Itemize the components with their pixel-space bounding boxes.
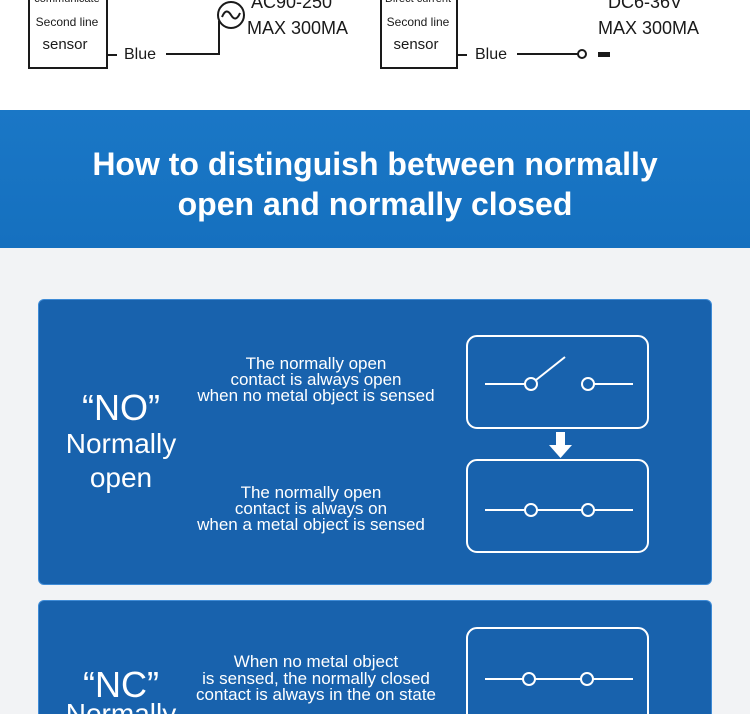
closed-switch-icon bbox=[466, 627, 649, 714]
no-state-unsensed-text: The normally open contact is always open… bbox=[171, 354, 461, 405]
state-line: contact is always in the on state bbox=[195, 685, 437, 704]
no-name-line-2: open bbox=[89, 462, 153, 493]
state-line: The normally open bbox=[240, 483, 382, 502]
negative-terminal-icon bbox=[598, 52, 610, 57]
dc-sensor-type-label: Direct current bbox=[385, 0, 451, 5]
wiring-section: communicate Second line sensor Blue AC90… bbox=[0, 0, 750, 110]
state-line: When no metal object bbox=[233, 652, 399, 671]
normally-open-card: “NO” Normally open The normally open con… bbox=[38, 299, 712, 585]
arrow-shaft bbox=[556, 432, 565, 446]
closed-switch-icon bbox=[466, 459, 649, 553]
no-name-line-1: Normally bbox=[65, 428, 177, 459]
page-title: How to distinguish between normally open… bbox=[92, 146, 658, 222]
ac-wire-label: Blue bbox=[124, 46, 156, 63]
dc-sensor-line-label: Second line bbox=[387, 15, 450, 29]
open-switch-icon bbox=[466, 335, 649, 429]
nc-code-label: “NC” bbox=[83, 664, 159, 705]
dc-sensor-box bbox=[380, 0, 458, 69]
ac-sensor-type-label: communicate bbox=[34, 0, 99, 5]
switch-contact-right bbox=[581, 377, 595, 391]
dc-current-label: MAX 300MA bbox=[598, 18, 699, 38]
nc-switch-diagrams bbox=[466, 627, 649, 714]
switch-contact-right bbox=[581, 503, 595, 517]
switch-contact-left bbox=[524, 503, 538, 517]
ac-current-label: MAX 300MA bbox=[247, 18, 348, 38]
state-line: The normally open bbox=[245, 354, 387, 373]
switch-contact-right bbox=[580, 672, 594, 686]
ac-sensor-name-label: sensor bbox=[42, 36, 87, 53]
switch-contact-left bbox=[524, 377, 538, 391]
state-line: is sensed, the normally closed bbox=[202, 668, 430, 688]
switch-contact-left bbox=[522, 672, 536, 686]
switch-frame bbox=[466, 459, 649, 553]
ac-wire bbox=[166, 21, 220, 55]
switch-frame bbox=[466, 627, 649, 714]
ac-tilde-symbol bbox=[221, 10, 241, 20]
dc-wire-terminal bbox=[577, 49, 587, 59]
dc-wire-label: Blue bbox=[475, 46, 507, 63]
dc-sensor-name-label: sensor bbox=[393, 36, 438, 53]
arrow-head bbox=[549, 445, 572, 458]
ac-sensor-box bbox=[28, 0, 108, 69]
ac-source-icon bbox=[217, 1, 245, 29]
dc-voltage-label: DC6-36V bbox=[608, 0, 682, 12]
ac-voltage-label: AC90-250 bbox=[251, 0, 332, 12]
nc-state-unsensed-text: When no metal object is sensed, the norm… bbox=[171, 652, 461, 704]
dc-wiring-diagram: Direct current Second line sensor Blue D… bbox=[380, 0, 699, 69]
ac-wiring-diagram: communicate Second line sensor Blue AC90… bbox=[28, 0, 348, 69]
switch-lever bbox=[535, 356, 566, 381]
no-state-sensed-text: The normally open contact is always on w… bbox=[166, 483, 456, 534]
no-code-label: “NO” bbox=[82, 387, 160, 428]
nc-name-line-1: Normally bbox=[65, 698, 177, 714]
state-line: when no metal object is sensed bbox=[197, 386, 435, 405]
arrow-down-icon bbox=[549, 432, 572, 458]
no-switch-diagrams bbox=[466, 335, 649, 553]
title-banner: How to distinguish between normally open… bbox=[0, 110, 750, 248]
ac-sensor-line-label: Second line bbox=[36, 15, 99, 29]
state-line: when a metal object is sensed bbox=[197, 515, 425, 534]
state-line: contact is always on bbox=[234, 499, 388, 518]
normally-closed-card: “NC” Normally When no metal object is se… bbox=[38, 600, 712, 714]
switch-frame bbox=[466, 335, 649, 429]
wiring-diagrams: communicate Second line sensor Blue AC90… bbox=[28, 0, 699, 69]
state-line: contact is always open bbox=[230, 370, 402, 389]
